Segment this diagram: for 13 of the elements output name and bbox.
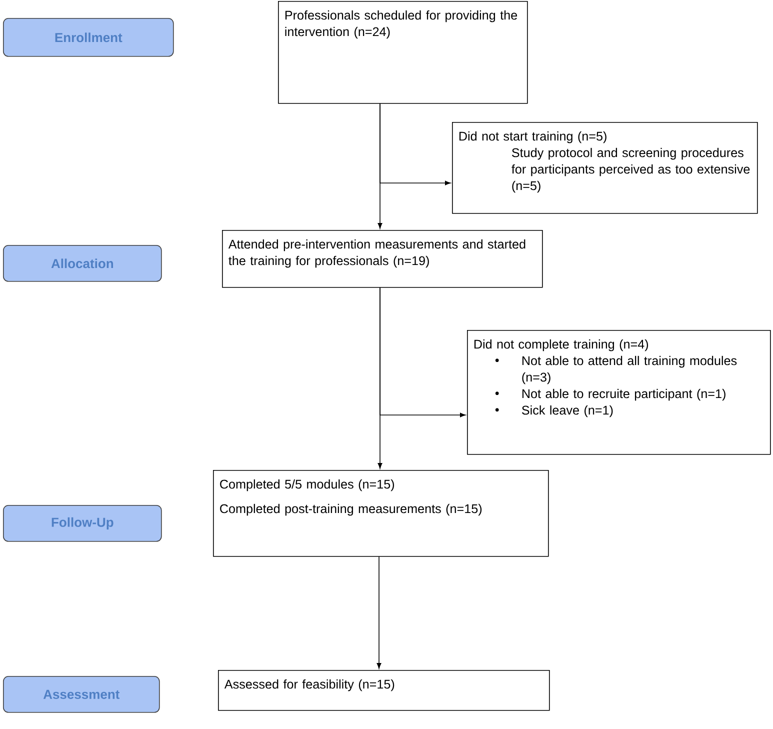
arrow bbox=[380, 103, 451, 186]
arrow bbox=[376, 556, 382, 669]
stage-label: Enrollment bbox=[3, 18, 174, 57]
process-box: Did not start training (n=5) Study protocol and screening procedures for participants perceived as too extensive (n=5) bbox=[452, 122, 758, 214]
process-box: Assessed for feasibility (n=15) bbox=[218, 670, 550, 711]
stage-label: Follow-Up bbox=[3, 505, 162, 542]
stage-label: Allocation bbox=[3, 245, 162, 282]
process-box: Professionals scheduled for providing the intervention (n=24) bbox=[278, 1, 528, 104]
process-box: Attended pre-intervention measurements and started the training for professionals (n=19) bbox=[222, 230, 543, 288]
process-box: Did not complete training (n=4) Not able to attend all training modules (n=3) Not able to recruite participant (n=1) Sick leave (n=1) bbox=[467, 330, 771, 455]
arrow bbox=[380, 287, 466, 418]
process-box: Completed 5/5 modules (n=15) Completed post-training measurements (n=15) bbox=[213, 470, 549, 557]
stage-label: Assessment bbox=[3, 676, 160, 713]
